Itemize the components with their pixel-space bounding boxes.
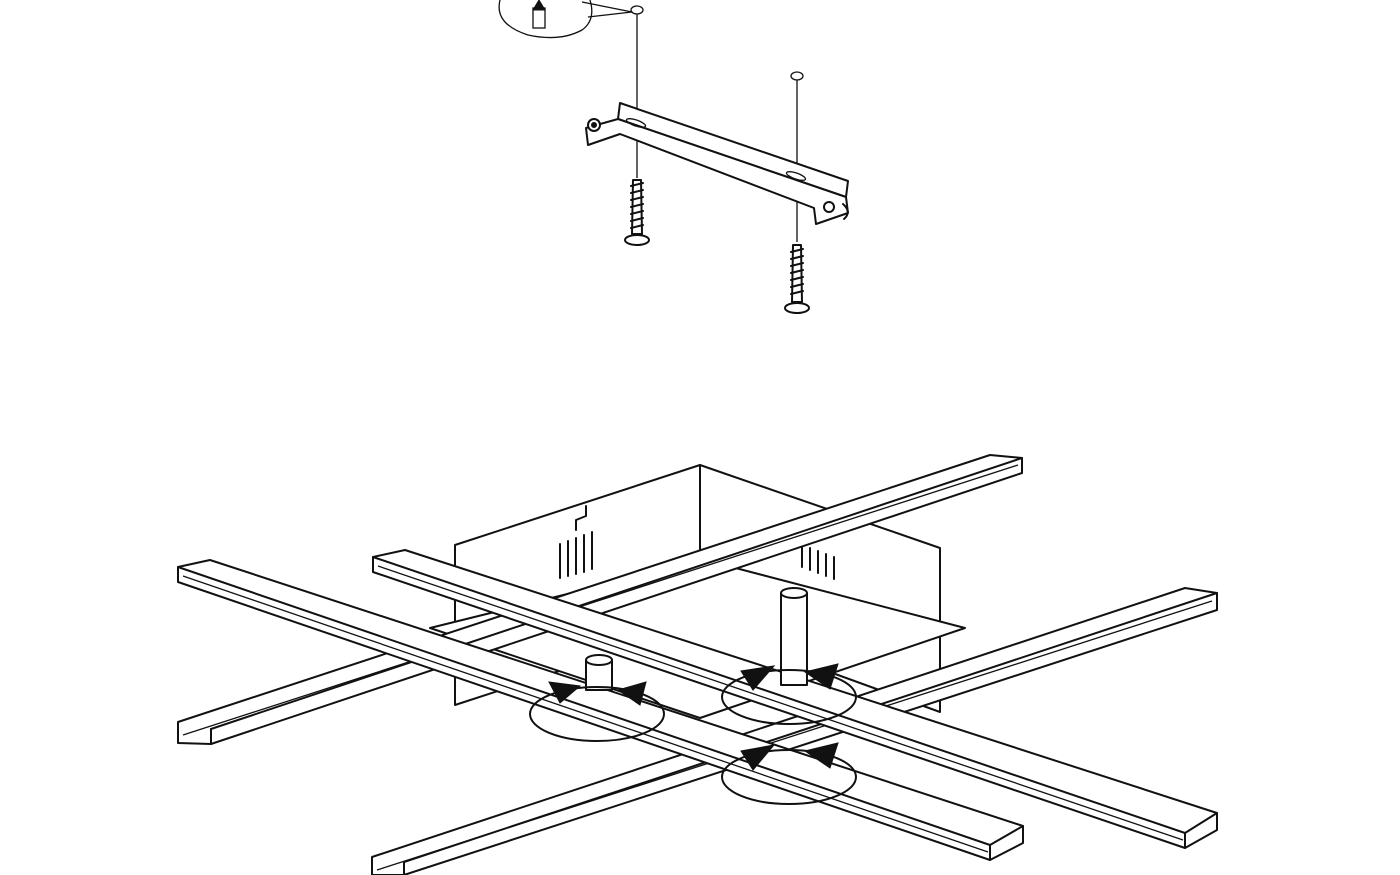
arrow-head-icon <box>740 744 776 771</box>
ceiling-drill-hole <box>630 5 644 15</box>
rotation-arrow <box>721 742 857 805</box>
threaded-post <box>585 654 613 691</box>
rotation-arrow <box>721 663 857 725</box>
ceiling-drill-hole <box>790 71 804 81</box>
arrow-head-icon <box>548 681 582 704</box>
led-bar <box>371 587 1218 875</box>
mounting-bracket <box>585 102 849 225</box>
vent-slots <box>801 544 835 580</box>
insert-arrow-icon <box>532 0 546 11</box>
wall-plug-detail <box>498 0 633 39</box>
driver-housing <box>429 464 966 719</box>
arrow-head-icon <box>803 742 839 769</box>
rotation-arrow <box>529 681 665 742</box>
arrow-head-icon <box>616 681 647 706</box>
led-bar <box>177 454 1023 745</box>
arrow-head-icon <box>803 663 839 690</box>
arrow-head-icon <box>740 665 776 691</box>
fixture-attachment-step <box>177 454 1218 875</box>
mounting-screw <box>624 179 650 246</box>
ceiling-mounting-step <box>498 0 849 314</box>
led-bar <box>177 559 1024 861</box>
mounting-screw <box>784 244 810 314</box>
vent-slots <box>559 531 593 579</box>
led-bar <box>372 549 1218 849</box>
